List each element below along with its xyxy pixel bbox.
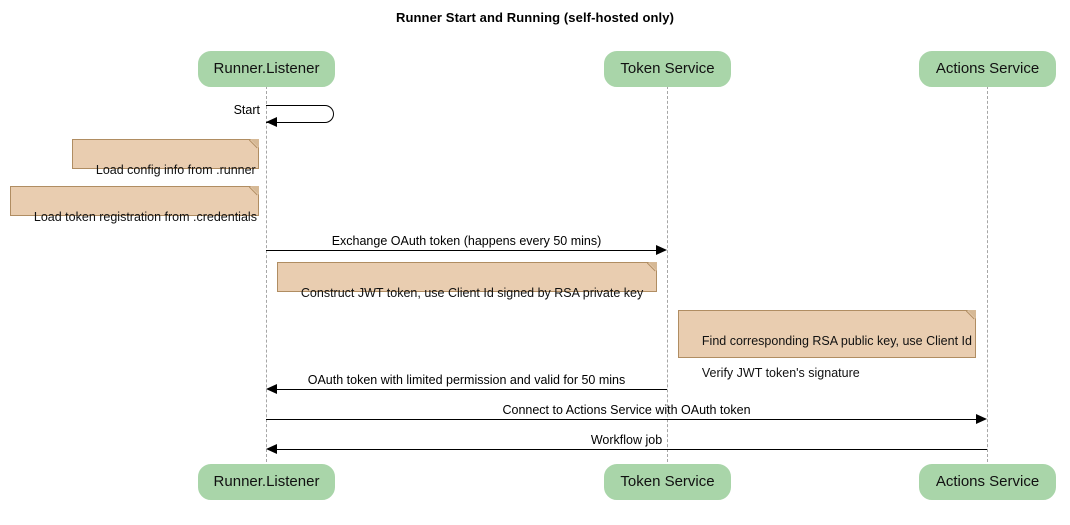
note-construct-jwt: Construct JWT token, use Client Id signe… [277, 262, 657, 300]
note-fold-edge-icon [647, 262, 657, 272]
message-connect-actions-arrowhead [976, 413, 987, 424]
participant-runner-listener-bottom[interactable]: Runner.Listener [198, 464, 335, 500]
message-workflow-job-line [277, 449, 987, 450]
note-load-token-registration: Load token registration from .credential… [10, 186, 259, 224]
participant-runner-listener-top[interactable]: Runner.Listener [198, 51, 335, 87]
lifeline-runner [266, 86, 267, 462]
message-oauth-return-arrowhead [266, 383, 277, 394]
participant-token-service-top[interactable]: Token Service [604, 51, 731, 87]
note-construct-jwt-text: Construct JWT token, use Client Id signe… [300, 286, 644, 300]
lifeline-actions [987, 86, 988, 462]
note-fold-edge-icon [966, 310, 976, 320]
message-workflow-job-label: Workflow job [590, 433, 663, 447]
note-load-config-text: Load config info from .runner [95, 163, 256, 177]
lifeline-token [667, 86, 668, 462]
note-verify-jwt-line1: Find corresponding RSA public key, use C… [701, 334, 972, 348]
message-oauth-return-label: OAuth token with limited permission and … [307, 373, 626, 387]
note-load-config: Load config info from .runner [72, 139, 259, 177]
note-fold-edge-icon [249, 186, 259, 196]
note-fold-edge-icon [249, 139, 259, 149]
self-message-start-loop [266, 105, 334, 123]
note-verify-jwt-line2: Verify JWT token's signature [701, 366, 860, 380]
note-verify-jwt: Find corresponding RSA public key, use C… [678, 310, 976, 380]
message-oauth-return-line [277, 389, 667, 390]
note-load-token-registration-text: Load token registration from .credential… [33, 210, 257, 224]
message-connect-actions-line [266, 419, 976, 420]
participant-actions-service-bottom[interactable]: Actions Service [919, 464, 1056, 500]
message-exchange-oauth-line [266, 250, 656, 251]
participant-token-service-bottom[interactable]: Token Service [604, 464, 731, 500]
message-exchange-oauth-label: Exchange OAuth token (happens every 50 m… [331, 234, 602, 248]
self-message-start-label: Start [233, 103, 260, 117]
message-exchange-oauth-arrowhead [656, 244, 667, 255]
page-title: Runner Start and Running (self-hosted on… [395, 10, 675, 25]
message-workflow-job-arrowhead [266, 443, 277, 454]
participant-actions-service-top[interactable]: Actions Service [919, 51, 1056, 87]
self-message-start-arrowhead [266, 117, 277, 127]
message-connect-actions-label: Connect to Actions Service with OAuth to… [502, 403, 751, 417]
